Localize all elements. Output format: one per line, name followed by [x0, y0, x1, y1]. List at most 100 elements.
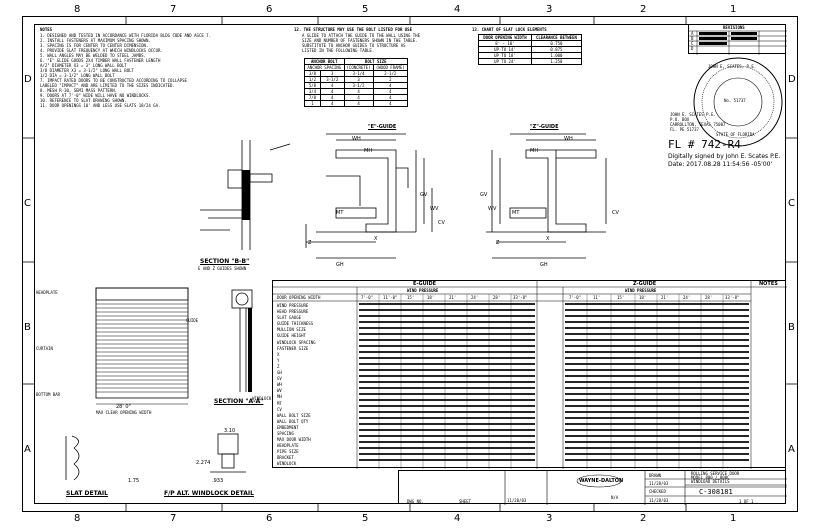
- note-item: 4. PROVIDE SLAT FREQUENCY AT WHICH WINDL…: [40, 48, 163, 53]
- slat-chart-header: CLEARANCE BETWEEN: [530, 34, 583, 41]
- row-label: GUIDE HEIGHT: [277, 333, 306, 339]
- zone-bottom-3: 3: [546, 513, 553, 524]
- dim-label: CV: [612, 210, 619, 216]
- row-label: SPACING: [277, 430, 294, 436]
- z-col: 21': [661, 295, 669, 300]
- row-label: WINDLOCK: [277, 461, 297, 467]
- zone-right-d: D: [788, 74, 796, 85]
- e-guide-title: "E"-GUIDE: [368, 124, 397, 130]
- zone-top-7: 7: [170, 4, 177, 15]
- dim-label: CV: [438, 220, 445, 226]
- zone-left-d: D: [24, 74, 32, 85]
- digital-signature-line: Digitally signed by John E. Scates P.E.: [668, 153, 781, 160]
- row-label: GV: [277, 376, 282, 382]
- revision-title: REVISIONS: [723, 25, 745, 30]
- row-label: WALL BOLT QTY: [277, 418, 309, 424]
- row-label: HEADPLATE: [277, 443, 299, 449]
- notes-column-title: NOTES: [759, 281, 778, 287]
- row-label: X: [277, 351, 280, 357]
- dim-label: WH: [352, 136, 361, 142]
- zone-top-6: 6: [266, 4, 273, 15]
- elevation-label: WINDLOCK: [252, 396, 272, 401]
- dim-label: MH: [530, 148, 539, 154]
- dim-label: GH: [336, 262, 344, 268]
- title-block-grid: [504, 471, 787, 505]
- dim-label: WH: [564, 136, 573, 142]
- z-wind-pressure-label: WIND PRESSURE: [625, 288, 657, 293]
- dwg-no-label: DWG NO.: [407, 499, 424, 504]
- section-b-title: SECTION "B-B": [200, 258, 250, 265]
- windlock-detail-title: F/P ALT. WINDLOCK DETAIL: [164, 490, 254, 497]
- notes-list: 1. DESIGNED AND TESTED IN ACCORDANCE WIT…: [40, 33, 290, 108]
- drawing-number: C-308181: [699, 488, 733, 496]
- cell: 1: [304, 100, 321, 107]
- schedule-grid: [273, 281, 787, 469]
- engineer-address: JOHN E. SCATES P.E. P.O. BOX CARROLLTON,…: [670, 112, 725, 132]
- row-label: MAX DOOR WIDTH: [277, 437, 311, 443]
- seal-name: JOHN E. SCATES, P.E.: [708, 64, 757, 69]
- mid-note-item: LISTED IN THE FOLLOWING TABLE.: [302, 48, 375, 53]
- company-logo-text: WAYNE-DALTON: [579, 478, 624, 484]
- cell: 4: [372, 100, 409, 107]
- guide-schedule-table: E-GUIDE Z-GUIDE NOTES WIND PRESSURE WIND…: [272, 280, 787, 469]
- zone-top-8: 8: [74, 4, 81, 15]
- note-item: 5. WALL ANGLES MAY BE WELDED TO STEEL JA…: [40, 53, 146, 58]
- mid-note-item: SIZE AND NUMBER OF FASTENERS SHOWN IN TH…: [302, 38, 418, 43]
- section-a-drawing: [231, 289, 253, 392]
- note-item: 1/2 DIA = 3-1/2" LONG WALL BOLT: [40, 73, 115, 78]
- revision-row: D: [691, 46, 694, 51]
- row-label: WH: [277, 382, 282, 388]
- z-guide-table-title: Z-GUIDE: [633, 281, 657, 287]
- zone-right-c: C: [788, 198, 795, 209]
- cell: UP TO 24': [478, 58, 532, 65]
- zone-top-2: 2: [640, 4, 647, 15]
- zone-left-c: C: [24, 198, 31, 209]
- slat-dim: 1.75: [128, 478, 140, 484]
- z-col: 28': [705, 295, 713, 300]
- elevation-label: GUIDE: [186, 318, 199, 323]
- bolt-table-subheader: ANCHOR SPACING: [304, 64, 345, 71]
- drawn-label: DRAWN: [649, 473, 662, 478]
- guide-profiles-drawing: [305, 133, 607, 259]
- row-label: MH: [277, 394, 282, 400]
- row-label: WINDLOCK SPACING: [277, 339, 316, 345]
- bolt-table-subheader: (WOOD FRAME): [372, 64, 409, 71]
- elevation-label: HEADPLATE: [36, 290, 58, 295]
- cell: 1.250: [530, 58, 583, 65]
- seal-state: STATE OF FLORIDA: [716, 132, 755, 137]
- note-item: A/2" DIAMETER X3 = 3" LONG WALL BOLT: [40, 63, 127, 68]
- mid-notes-heading: 12. THE STRUCTURE MAY USE THE BOLT LISTE…: [294, 27, 413, 32]
- dim-label: X: [374, 236, 378, 242]
- date-value: 11/28/03: [507, 498, 527, 503]
- date-value: 11/28/03: [649, 498, 669, 503]
- mid-note-item: SUBSTITUTE TO ANCHOR GUIDES TO STRUCTURE…: [302, 43, 406, 48]
- seal-number: No. 51737: [724, 98, 746, 103]
- zone-right-b: B: [788, 322, 795, 333]
- row-label: MULLION SIZE: [277, 327, 306, 333]
- slat-chart-heading: 13. CHART OF SLAT LOCK ELEMENTS: [472, 27, 547, 32]
- slat-dim: 2.274: [196, 460, 211, 466]
- elevation-label: CURTAIN: [36, 346, 53, 351]
- z-col: 11': [593, 295, 601, 300]
- cell: 4: [343, 100, 374, 107]
- zone-bottom-2: 2: [640, 513, 647, 524]
- row-label: WALL BOLT SIZE: [277, 412, 311, 418]
- zone-top-3: 3: [546, 4, 553, 15]
- date-value: 11/28/03: [649, 481, 669, 486]
- mid-note-item: A GLIDE TO ATTACH THE GUIDE TO THE WALL …: [302, 33, 421, 38]
- dim-label: X: [546, 236, 550, 242]
- row-labels: WIND PRESSURE HEAD PRESSURE SLAT GAUGE G…: [277, 303, 316, 468]
- table-row: UP TO 24'1.250: [478, 58, 583, 65]
- door-elevation-drawing: [95, 287, 189, 405]
- section-a-title: SECTION "A-A": [214, 398, 264, 405]
- zone-bottom-6: 6: [266, 513, 273, 524]
- e-col: 15': [407, 295, 415, 300]
- row-label: EMBEDMENT: [277, 424, 299, 430]
- e-col: 24': [471, 295, 479, 300]
- cell: 4: [319, 100, 345, 107]
- note-item: 2. INSTALL FASTENERS AT MAXIMUM SPACING …: [40, 38, 151, 43]
- zone-bottom-1: 1: [730, 513, 737, 524]
